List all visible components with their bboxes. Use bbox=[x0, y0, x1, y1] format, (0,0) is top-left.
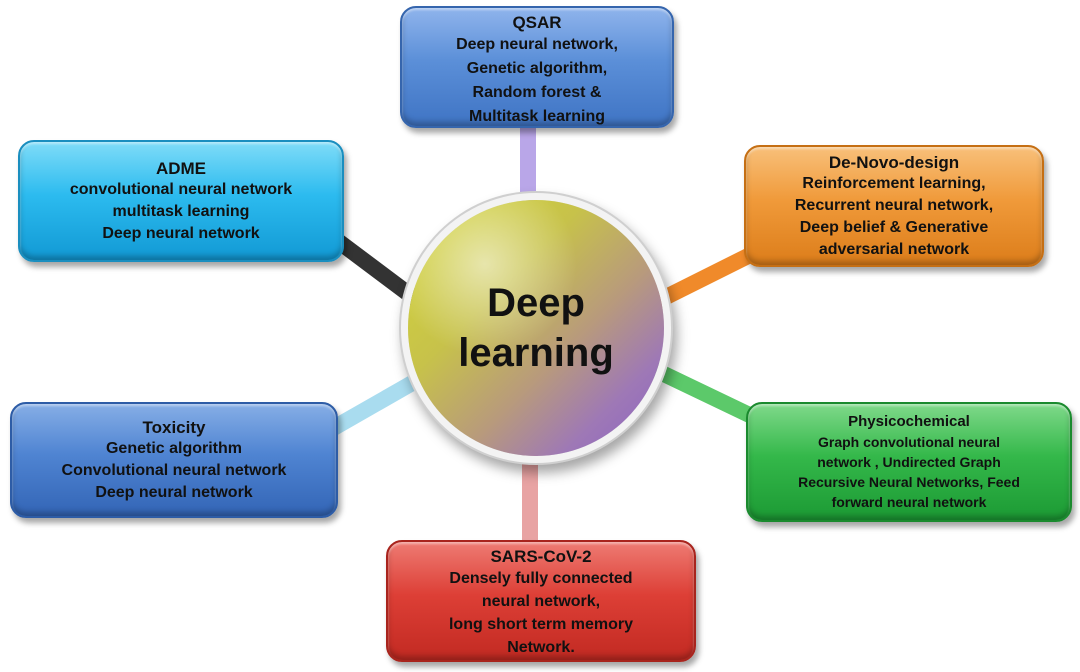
de-novo-design-line-3: Deep belief & Generative bbox=[799, 218, 989, 236]
connector-toxicity bbox=[322, 362, 443, 438]
physicochemical-line-4: forward neural network bbox=[831, 494, 987, 510]
qsar-line-4: Multitask learning bbox=[468, 108, 606, 125]
sars-cov-2-line-4: Network. bbox=[507, 639, 575, 656]
qsar-line-3: Random forest & bbox=[472, 84, 602, 101]
sars-cov-2-line-1: Densely fully connected bbox=[449, 570, 633, 587]
toxicity-box: Toxicity Genetic algorithm Convolutional… bbox=[10, 402, 338, 518]
adme-line-2: multitask learning bbox=[112, 202, 250, 220]
sars-cov-2-line-2: neural network, bbox=[481, 593, 601, 610]
sars-cov-2-line-3: long short term memory bbox=[448, 616, 634, 633]
hub-label-line-2: learning bbox=[458, 331, 614, 375]
qsar-line-2: Genetic algorithm, bbox=[466, 60, 608, 77]
adme-box: ADME convolutional neural network multit… bbox=[18, 140, 344, 262]
adme-line-3: Deep neural network bbox=[102, 224, 260, 242]
physicochemical-box: Physicochemical Graph convolutional neur… bbox=[746, 402, 1072, 522]
physicochemical-line-2: network , Undirected Graph bbox=[817, 454, 1001, 470]
toxicity-line-3: Deep neural network bbox=[95, 483, 253, 501]
toxicity-line-1: Genetic algorithm bbox=[105, 439, 243, 457]
de-novo-design-line-1: Reinforcement learning, bbox=[802, 174, 986, 192]
qsar-line-1: Deep neural network, bbox=[456, 36, 618, 53]
de-novo-design-line-4: adversarial network bbox=[818, 240, 970, 258]
sars-cov-2-title: SARS-CoV-2 bbox=[490, 547, 592, 566]
connector-physico bbox=[637, 357, 768, 428]
qsar-title: QSAR bbox=[512, 13, 562, 32]
hub-label-line-1: Deep bbox=[487, 281, 585, 325]
physicochemical-line-3: Recursive Neural Networks, Feed bbox=[798, 474, 1020, 490]
qsar-box: QSAR Deep neural network, Genetic algori… bbox=[400, 6, 674, 128]
toxicity-title: Toxicity bbox=[142, 417, 206, 437]
adme-line-1: convolutional neural network bbox=[69, 180, 293, 198]
adme-title: ADME bbox=[155, 158, 207, 178]
deep-learning-hub: Deep learning bbox=[408, 200, 664, 456]
toxicity-line-2: Convolutional neural network bbox=[61, 461, 287, 479]
sars-cov-2-box: SARS-CoV-2 Densely fully connected neura… bbox=[386, 540, 696, 662]
physicochemical-line-1: Graph convolutional neural bbox=[817, 434, 1001, 450]
de-novo-design-box: De-Novo-design Reinforcement learning, R… bbox=[744, 145, 1044, 267]
physicochemical-title: Physicochemical bbox=[848, 413, 970, 430]
de-novo-design-line-2: Recurrent neural network, bbox=[794, 196, 994, 214]
connector-denovo bbox=[642, 242, 768, 313]
de-novo-design-title: De-Novo-design bbox=[828, 152, 960, 172]
